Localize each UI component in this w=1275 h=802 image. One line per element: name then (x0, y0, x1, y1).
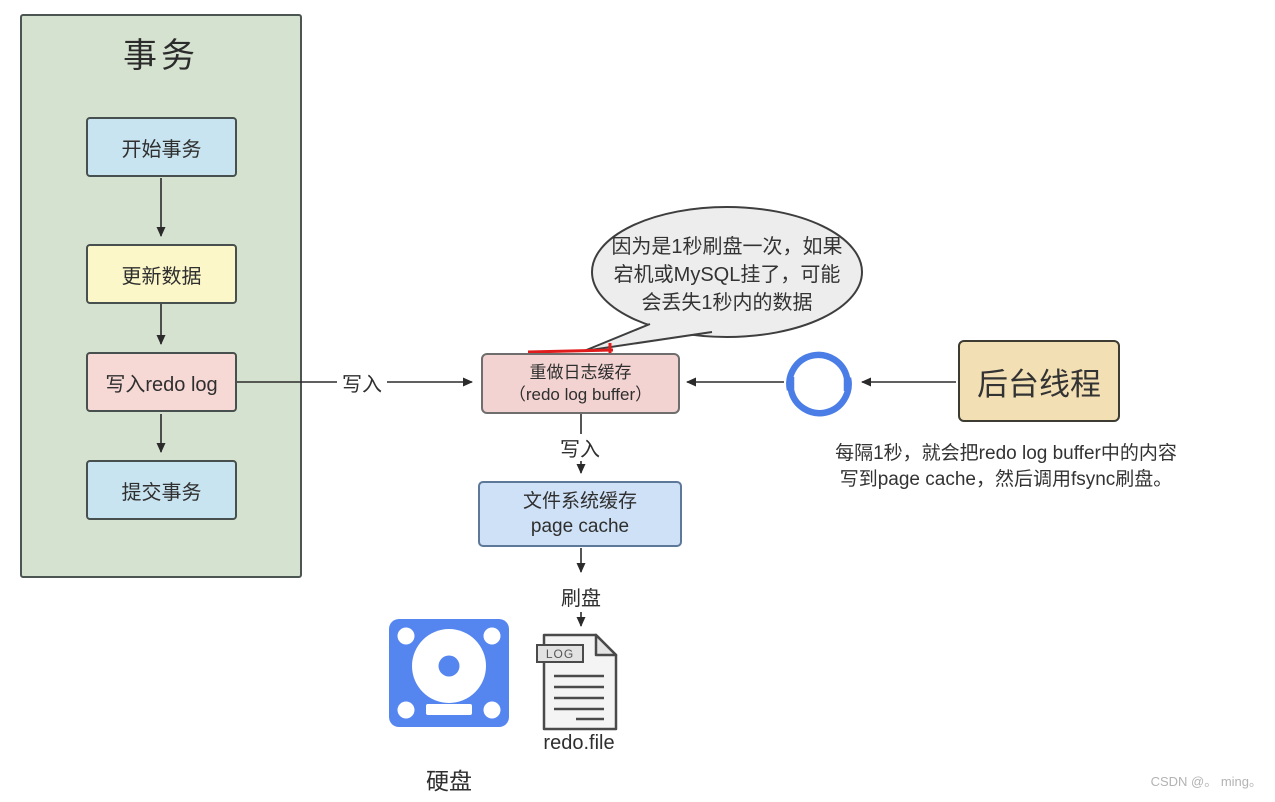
bubble-line-2: 宕机或MySQL挂了，可能 (613, 264, 841, 286)
page-cache-box: 文件系统缓存 page cache (478, 481, 682, 547)
page-cache-line1: 文件系统缓存 (522, 491, 637, 512)
step-begin-transaction: 开始事务 (86, 117, 237, 177)
note-line-1: 每隔1秒，就会把redo log buffer中的内容 (835, 443, 1177, 464)
background-thread-box: 后台线程 (958, 340, 1120, 422)
speech-bubble (591, 206, 863, 338)
bubble-line-3: 会丢失1秒内的数据 (641, 292, 813, 314)
step-update-data: 更新数据 (86, 244, 237, 304)
watermark: CSDN @。 ming。 (1150, 774, 1262, 789)
redo-log-buffer-line1: 重做日志缓存 (529, 362, 632, 382)
log-file-badge: LOG (536, 644, 584, 663)
speech-bubble-text: 因为是1秒刷盘一次，如果 宕机或MySQL挂了，可能 会丢失1秒内的数据 (602, 233, 852, 317)
step-commit-transaction: 提交事务 (86, 460, 237, 520)
label-write-horizontal: 写入 (337, 369, 387, 396)
redo-log-buffer-line2: （redo log buffer） (508, 384, 653, 404)
step-write-redo-log: 写入redo log (86, 352, 237, 412)
transaction-panel-title: 事务 (123, 37, 199, 75)
redo-log-buffer-box: 重做日志缓存 （redo log buffer） (481, 353, 680, 414)
background-thread-note: 每隔1秒，就会把redo log buffer中的内容 写到page cache… (810, 441, 1202, 493)
refresh-icon (786, 351, 852, 417)
bubble-line-1: 因为是1秒刷盘一次，如果 (611, 236, 843, 258)
hard-disk-caption: 硬盘 (426, 768, 472, 794)
red-annotation-line (527, 348, 614, 354)
redo-file-caption: redo.file (543, 732, 615, 754)
hard-disk-icon (389, 619, 509, 727)
note-line-2: 写到page cache，然后调用fsync刷盘。 (839, 469, 1173, 490)
label-write-vertical: 写入 (556, 434, 604, 461)
page-cache-line2: page cache (530, 516, 630, 537)
label-flush-disk: 刷盘 (556, 583, 606, 610)
